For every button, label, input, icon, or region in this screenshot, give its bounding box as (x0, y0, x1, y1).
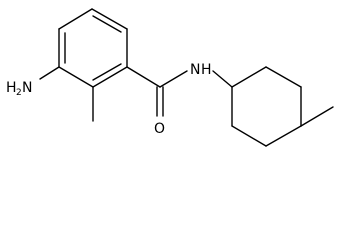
ring-bond (231, 125, 267, 147)
amide-cyclohexyl-bond (212, 70, 233, 88)
ring-bond (265, 125, 302, 147)
ring-bond (92, 66, 128, 88)
ring-bond (58, 8, 93, 30)
amine-subscript: 2 (16, 88, 22, 98)
amine-h: H (6, 80, 17, 96)
ring-bond (58, 66, 94, 88)
aryl-carbonyl-bond (126, 66, 161, 88)
benzene-ring (58, 8, 128, 88)
ring-bond (231, 66, 267, 88)
carbonyl-oxygen: O (154, 121, 165, 137)
ring-double-bond (92, 63, 122, 81)
amide-h: H (201, 62, 212, 78)
amine-n: N (22, 80, 32, 96)
chemical-structure: H 2 N O N H (6, 8, 334, 147)
ring-double-bond (92, 15, 122, 33)
cyclohexane-ring (231, 66, 302, 147)
amine-bond (39, 66, 60, 80)
ring-bond (91, 8, 128, 30)
cyclohexyl-methyl-bond (300, 106, 334, 127)
amine-label: H 2 N (6, 80, 32, 98)
amide-nh-label: N H (190, 62, 212, 78)
ring-bond (265, 66, 302, 88)
amide-bond (159, 70, 188, 88)
amide-n: N (190, 62, 200, 78)
